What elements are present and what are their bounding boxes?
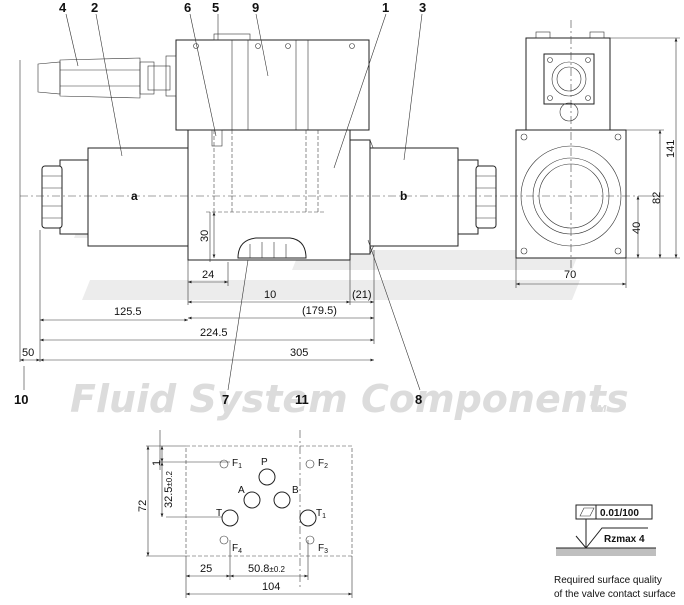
solenoid-a xyxy=(87,147,189,247)
callout-3: 3 xyxy=(419,0,426,15)
port-p-label: P xyxy=(261,457,268,468)
dim-21: (21) xyxy=(352,289,372,301)
front-dimensions xyxy=(19,60,375,362)
dim-224-5: 224.5 xyxy=(200,327,228,339)
dim-32-5: 32.5±0.2 xyxy=(163,471,175,508)
dim-50: 50 xyxy=(22,347,34,359)
manual-override-b xyxy=(457,159,497,235)
callout-10: 10 xyxy=(14,392,28,407)
valve-side-view xyxy=(510,20,640,270)
callout-9: 9 xyxy=(252,0,259,15)
dim-1: 1 xyxy=(151,460,163,466)
dim-305: 305 xyxy=(290,347,308,359)
callout-11: 11 xyxy=(295,392,309,407)
port-t1-label: T1 xyxy=(316,508,326,520)
manual-override-a xyxy=(41,159,89,235)
port-f3-label: F3 xyxy=(318,543,328,555)
dim-104: 104 xyxy=(262,581,280,593)
callout-8: 8 xyxy=(415,392,422,407)
dim-70: 70 xyxy=(564,269,576,281)
dim-40: 40 xyxy=(631,222,643,234)
solenoid-b-label: b xyxy=(400,189,407,203)
callout-leaders xyxy=(23,13,423,391)
callout-7: 7 xyxy=(222,392,229,407)
dim-82: 82 xyxy=(651,192,663,204)
dim-50-8: 50.8±0.2 xyxy=(248,563,285,575)
dim-125-5: 125.5 xyxy=(114,306,142,318)
connector-plug xyxy=(37,57,171,99)
dim-179-5: (179.5) xyxy=(302,305,337,317)
watermark-brand: Fluid System Components xyxy=(70,377,629,421)
port-f2-label: F2 xyxy=(318,458,328,470)
flatness-value: 0.01/100 xyxy=(600,508,639,519)
surface-caption-line1: Required surface quality xyxy=(554,575,662,586)
port-f1-label: F1 xyxy=(232,458,242,470)
side-dimensions xyxy=(515,37,680,288)
port-seal xyxy=(237,237,307,259)
dim-24: 24 xyxy=(202,269,214,281)
callout-6: 6 xyxy=(184,0,191,15)
roughness-value: Rzmax 4 xyxy=(604,534,645,545)
port-t-label: T xyxy=(216,508,222,519)
port-a-label: A xyxy=(238,485,245,496)
mounting-port-pattern xyxy=(146,430,353,598)
valve-front-view: a b xyxy=(20,33,510,261)
surface-quality-symbol xyxy=(556,504,656,556)
callout-5: 5 xyxy=(212,0,219,15)
dim-141: 141 xyxy=(665,140,677,158)
dim-30: 30 xyxy=(199,230,211,242)
surface-caption-line2: of the valve contact surface xyxy=(554,589,676,600)
port-f4-label: F4 xyxy=(232,543,242,555)
dim-10: 10 xyxy=(264,289,276,301)
port-b-label: B xyxy=(292,485,299,496)
dim-72: 72 xyxy=(137,500,149,512)
electronics-housing xyxy=(175,39,370,131)
watermark-tm: TM xyxy=(590,404,607,415)
callout-4: 4 xyxy=(59,0,67,15)
solenoid-b xyxy=(369,147,459,247)
dim-25: 25 xyxy=(200,563,212,575)
callout-1: 1 xyxy=(382,0,389,15)
callout-2: 2 xyxy=(91,0,98,15)
solenoid-a-label: a xyxy=(131,189,138,203)
